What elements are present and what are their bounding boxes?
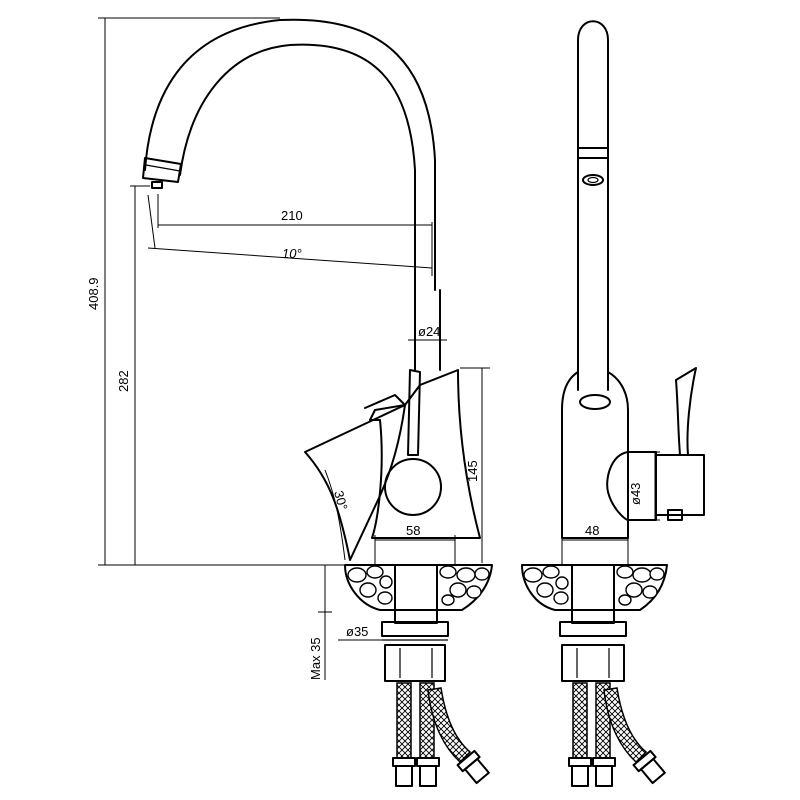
front-spout-band — [577, 147, 609, 159]
side-base-stones — [344, 564, 493, 611]
front-nut — [561, 644, 625, 682]
dim-spout-reach: 210 — [281, 208, 303, 223]
dim-pipe-diameter: ø24 — [418, 324, 440, 339]
dim-total-height: 408.9 — [86, 277, 101, 310]
front-cartridge — [606, 451, 657, 521]
side-hoses — [392, 682, 490, 787]
side-body — [369, 369, 481, 539]
side-nut-ring — [381, 621, 449, 637]
side-aerator-band — [145, 164, 181, 172]
side-lever-plate — [304, 404, 406, 561]
side-aerator — [142, 157, 182, 183]
front-handle-block — [655, 454, 705, 516]
dim-body-width-front: 48 — [585, 523, 599, 538]
dim-body-width-side: 58 — [406, 523, 420, 538]
side-dimensions — [98, 17, 490, 680]
front-nut-ring — [559, 621, 627, 637]
dim-max-thickness: Max 35 — [308, 637, 323, 680]
front-base-stones — [521, 564, 668, 611]
front-hoses — [568, 682, 666, 787]
dim-spout-height: 282 — [116, 370, 131, 392]
dim-spout-angle: 10° — [282, 246, 302, 261]
front-dimensions — [561, 451, 660, 565]
dim-cartridge-diameter: ø43 — [628, 483, 643, 505]
front-spout — [577, 20, 609, 391]
side-nut — [384, 644, 446, 682]
side-cartridge-knob — [384, 458, 442, 516]
dim-shank-diameter: ø35 — [346, 624, 368, 639]
front-shank — [571, 564, 615, 624]
side-lever-handle — [407, 369, 421, 456]
front-handle-lever — [675, 367, 697, 456]
front-body — [561, 371, 629, 539]
dim-lever-height: 145 — [465, 460, 480, 482]
side-lever-top — [364, 394, 406, 409]
side-aerator-tip — [151, 181, 163, 189]
front-view: 48 ø43 — [521, 20, 705, 787]
side-spout-arc — [144, 18, 436, 291]
dim-lever-angle: 30° — [331, 489, 351, 512]
side-spout-inner-arc — [179, 43, 416, 371]
front-body-opening — [579, 394, 611, 410]
side-view: 408.9 282 210 10° ø24 145 30° 58 Max 35 … — [86, 17, 493, 787]
front-spout-outlet — [582, 174, 604, 186]
side-shank — [394, 564, 438, 624]
